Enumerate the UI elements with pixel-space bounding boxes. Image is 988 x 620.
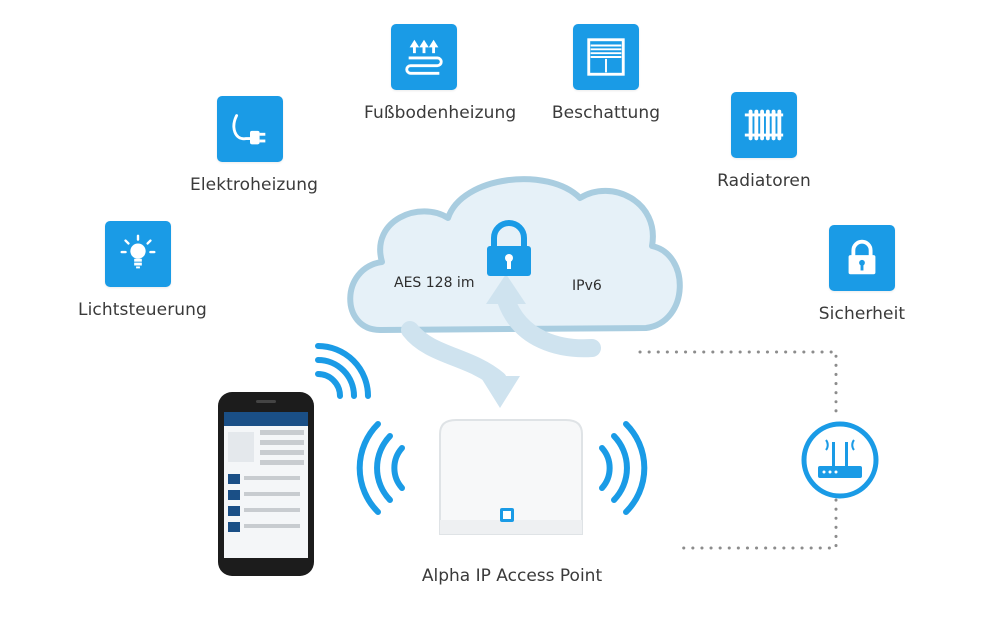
feature-label: Radiatoren [717, 171, 811, 191]
feature-label: Beschattung [551, 103, 661, 123]
router-icon [801, 421, 879, 499]
access-point-label: Alpha IP Access Point [421, 566, 603, 586]
shutter-window-icon [573, 24, 639, 90]
radiator-icon [731, 92, 797, 158]
access-point-waves-left-icon [356, 421, 405, 515]
plug-icon [217, 96, 283, 162]
dotted-connection-router-access-point [674, 498, 838, 550]
phone-wifi-waves-icon [315, 343, 371, 399]
arrow-cloud-to-access-point [401, 321, 507, 389]
arrow-head-up [486, 274, 526, 304]
cloud-protocol-text: IPv6 [572, 278, 602, 294]
cloud-padlock-icon [487, 220, 531, 276]
floor-heating-icon [391, 24, 457, 90]
feature-label: Elektroheizung [190, 175, 319, 195]
feature-label: Fußbodenheizung [364, 103, 517, 123]
access-point-device [439, 419, 583, 535]
cloud-encryption-text: AES 128 im [394, 275, 475, 291]
lightbulb-icon [105, 221, 171, 287]
feature-sicherheit: Sicherheit [802, 225, 922, 324]
access-point-waves-right-icon [599, 421, 648, 515]
feature-label: Lichtsteuerung [78, 300, 207, 320]
feature-label: Sicherheit [818, 304, 906, 324]
feature-elektroheizung: Elektroheizung [190, 96, 319, 195]
feature-lichtsteuerung: Lichtsteuerung [78, 221, 207, 320]
feature-beschattung: Beschattung [546, 24, 666, 123]
dotted-connection-cloud-router [638, 350, 838, 420]
arrow-head-down [480, 376, 520, 408]
padlock-icon [829, 225, 895, 291]
feature-radiatoren: Radiatoren [704, 92, 824, 191]
arrow-access-point-to-cloud [497, 291, 601, 358]
smartphone [218, 392, 314, 576]
feature-fussbodenheizung: Fußbodenheizung [364, 24, 517, 123]
